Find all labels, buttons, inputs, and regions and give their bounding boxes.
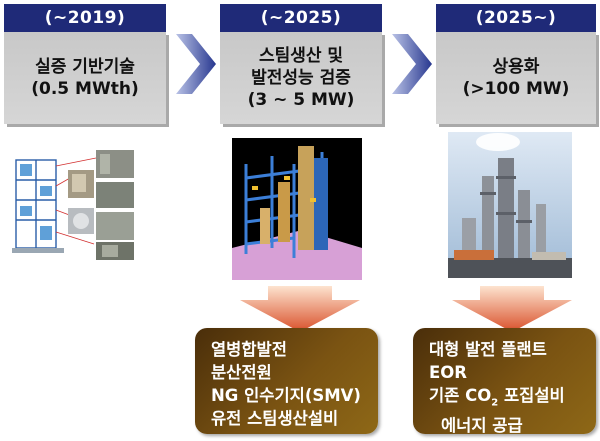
- result-1-line-3: NG 인수기지(SMV): [211, 386, 361, 405]
- stage-1-period: (~2019): [4, 4, 166, 32]
- stage-3-period: (2025~): [436, 4, 596, 32]
- result-1-line-2: 분산전원: [211, 363, 272, 382]
- stage-2-line-2: 발전성능 검증: [251, 68, 351, 88]
- steam-plant-3d-render-image: [232, 138, 362, 280]
- arrow-down-icon: [240, 286, 360, 332]
- pilot-plant-diagram-image: [10, 150, 136, 262]
- stage-2-period: (~2025): [220, 4, 382, 32]
- stage-1-description: 실증 기반기술 (0.5 MWth): [4, 32, 166, 124]
- stage-1-line-2: (0.5 MWth): [31, 79, 139, 99]
- result-2-line-3: 기존 CO2 포집설비: [429, 386, 565, 409]
- stage-2-line-1: 스팀생산 및: [258, 46, 344, 66]
- stage-2-description: 스팀생산 및 발전성능 검증 (3 ~ 5 MW): [220, 32, 382, 124]
- arrow-down-icon: [452, 286, 572, 332]
- stage-3-description: 상용화 (>100 MW): [436, 32, 596, 124]
- chevron-right-icon: [176, 34, 216, 94]
- commercial-plant-photo-image: [448, 132, 572, 278]
- result-2-line-4: 에너지 공급: [441, 416, 523, 436]
- result-2-line-2: EOR: [429, 363, 468, 382]
- result-1-line-4: 유전 스팀생산설비: [211, 409, 339, 428]
- result-2-line-1: 대형 발전 플랜트: [429, 340, 547, 359]
- stage-3-line-1: 상용화: [492, 57, 540, 77]
- chevron-right-icon: [392, 34, 432, 94]
- stage-1-line-1: 실증 기반기술: [35, 57, 135, 77]
- stage-2: (~2025) 스팀생산 및 발전성능 검증 (3 ~ 5 MW): [220, 4, 382, 124]
- stage-1: (~2019) 실증 기반기술 (0.5 MWth): [4, 4, 166, 124]
- result-box-stage-2: 열병합발전 분산전원 NG 인수기지(SMV) 유전 스팀생산설비: [195, 328, 378, 434]
- result-1-line-1: 열병합발전: [211, 340, 287, 359]
- stage-3: (2025~) 상용화 (>100 MW): [436, 4, 596, 124]
- stage-3-line-2: (>100 MW): [462, 79, 570, 99]
- stage-2-line-3: (3 ~ 5 MW): [247, 90, 355, 110]
- result-box-stage-3: 대형 발전 플랜트 EOR 기존 CO2 포집설비 에너지 공급: [413, 328, 596, 436]
